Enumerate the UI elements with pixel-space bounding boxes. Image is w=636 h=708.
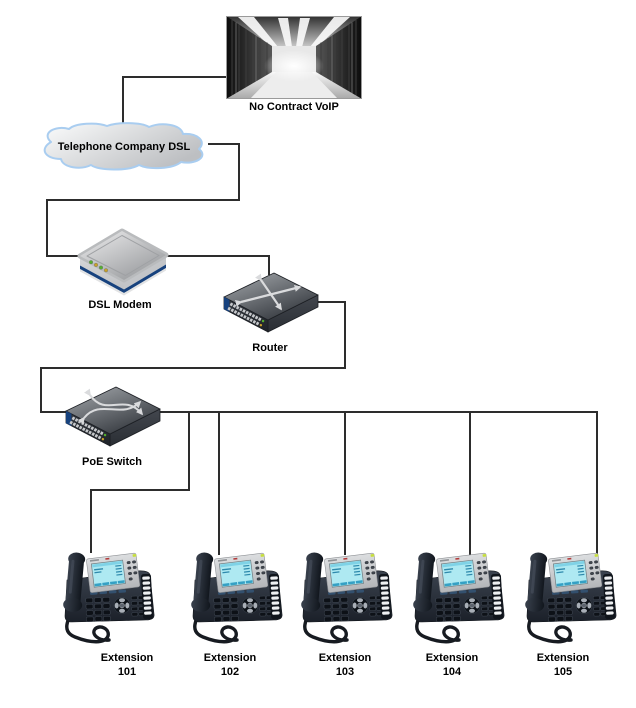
poe-switch-image	[56, 376, 168, 454]
extension-name: Extension	[536, 652, 590, 664]
connector-line	[469, 411, 471, 557]
extension-name: Extension	[100, 652, 154, 664]
extension-number: 101	[117, 666, 137, 678]
extension-label: Extension 102	[185, 651, 275, 679]
connector-line	[46, 255, 86, 257]
connector-line	[122, 76, 228, 78]
extension-label: Extension 105	[518, 651, 608, 679]
connector-line	[46, 199, 48, 257]
connector-line	[158, 255, 270, 257]
connector-line	[344, 301, 346, 369]
node-voip-provider	[226, 16, 362, 99]
node-router	[214, 262, 326, 340]
extension-label: Extension 101	[82, 651, 172, 679]
router-image	[214, 262, 326, 340]
node-extension-104	[400, 544, 525, 652]
connector-line	[218, 411, 220, 555]
node-wan-cloud: Telephone Company DSL	[33, 121, 215, 171]
provider-label: No Contract VoIP	[249, 101, 339, 113]
connector-line	[40, 367, 42, 413]
connector-line	[40, 411, 598, 413]
extension-label: Extension 104	[407, 651, 497, 679]
router-label: Router	[252, 342, 288, 354]
extension-label: Extension 103	[300, 651, 390, 679]
ip-phone-image	[288, 544, 413, 652]
dsl-modem-label: DSL Modem	[88, 299, 152, 311]
cloud-shape	[43, 122, 204, 171]
extension-number: 105	[553, 666, 573, 678]
extension-number: 104	[442, 666, 462, 678]
connector-line	[90, 489, 92, 553]
node-dsl-modem	[66, 216, 178, 300]
connector-line	[122, 76, 124, 128]
extension-number: 103	[335, 666, 355, 678]
connector-line	[268, 255, 270, 275]
cloud-label: Telephone Company DSL	[57, 140, 191, 153]
extension-name: Extension	[318, 652, 372, 664]
ip-phone-image	[178, 544, 303, 652]
node-extension-105	[512, 544, 636, 652]
poe-switch-label: PoE Switch	[82, 456, 142, 468]
node-extension-102	[178, 544, 303, 652]
node-extension-103	[288, 544, 413, 652]
datacenter-image	[226, 16, 362, 99]
extension-name: Extension	[425, 652, 479, 664]
extension-name: Extension	[203, 652, 257, 664]
connector-line	[344, 411, 346, 555]
ip-phone-image	[50, 544, 175, 652]
node-extension-101	[50, 544, 175, 652]
connector-line	[188, 411, 190, 491]
ip-phone-image	[400, 544, 525, 652]
connector-line	[314, 301, 346, 303]
extension-number: 102	[220, 666, 240, 678]
connector-line	[208, 143, 240, 145]
node-poe-switch	[56, 376, 168, 454]
dsl-modem-image	[77, 228, 169, 296]
connector-line	[238, 143, 240, 201]
ip-phone-image	[512, 544, 636, 652]
connector-line	[40, 367, 346, 369]
connector-line	[596, 411, 598, 557]
connector-line	[90, 489, 190, 491]
connector-line	[46, 199, 240, 201]
